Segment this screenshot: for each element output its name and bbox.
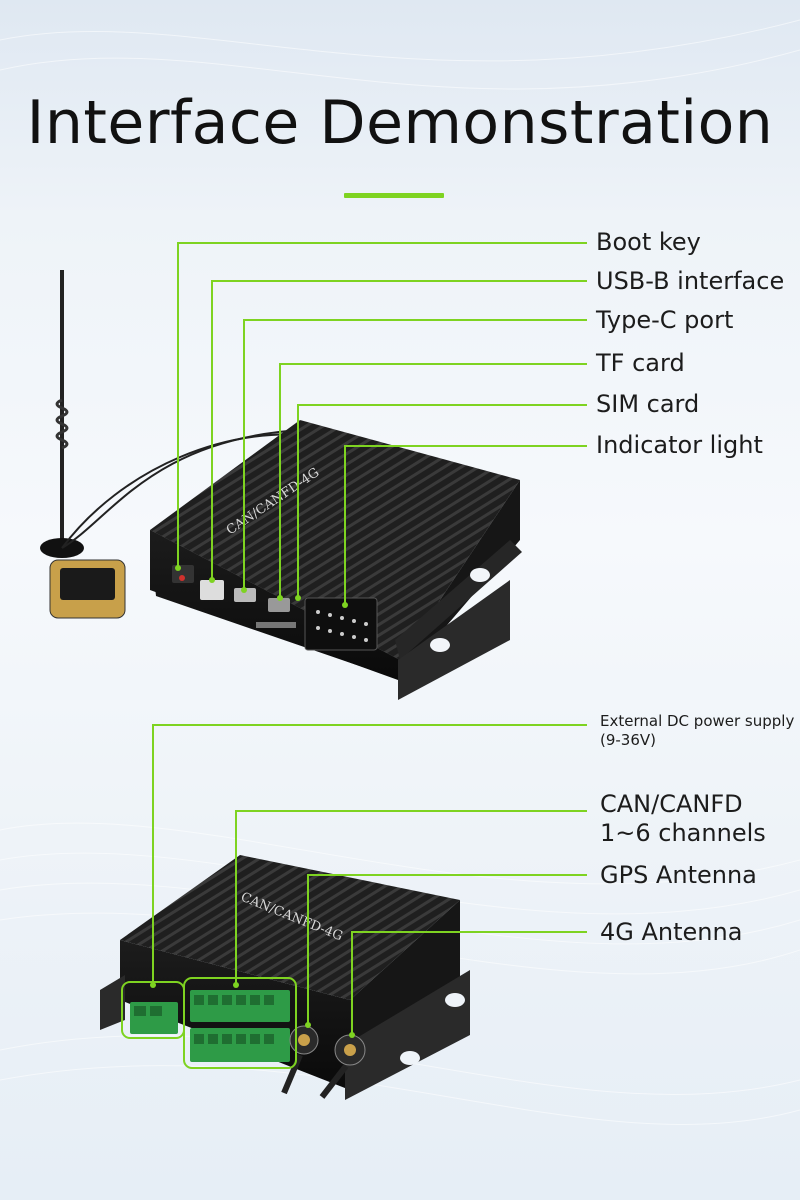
can-terminal-highlight — [183, 977, 297, 1069]
top-leader-lines — [177, 242, 587, 605]
bottom-device: CAN/CANFD-4G — [100, 855, 470, 1100]
top-device: CAN/CANFD-4G — [150, 420, 522, 700]
callout-can-canfd-line2: 1~6 channels — [600, 818, 766, 847]
gps-puck-icon — [49, 559, 126, 619]
can-terminal-icon — [190, 990, 290, 1062]
callout-sim-card: SIM card — [596, 390, 700, 418]
callout-indicator-light: Indicator light — [596, 431, 763, 459]
callout-dc-power: External DC power supply (9-36V) — [600, 712, 794, 750]
power-terminal-icon — [130, 1002, 178, 1034]
callout-usb-b: USB-B interface — [596, 267, 785, 295]
title-accent-bar — [344, 193, 444, 198]
callout-can-canfd: CAN/CANFD 1~6 channels — [600, 790, 766, 848]
callout-type-c: Type-C port — [596, 306, 734, 334]
bottom-leader-lines — [152, 724, 587, 1035]
antenna-icon — [40, 270, 331, 558]
4g-connector-icon — [319, 1034, 366, 1099]
callout-tf-card: TF card — [596, 349, 685, 377]
page-title: Interface Demonstration — [26, 88, 774, 158]
callout-dc-power-line2: (9-36V) — [600, 730, 657, 749]
callout-gps-antenna: GPS Antenna — [600, 861, 757, 889]
callout-4g-antenna: 4G Antenna — [600, 918, 743, 946]
callout-boot-key: Boot key — [596, 228, 701, 256]
callout-dc-power-line1: External DC power supply — [600, 712, 795, 730]
callout-can-canfd-line1: CAN/CANFD — [600, 790, 743, 818]
